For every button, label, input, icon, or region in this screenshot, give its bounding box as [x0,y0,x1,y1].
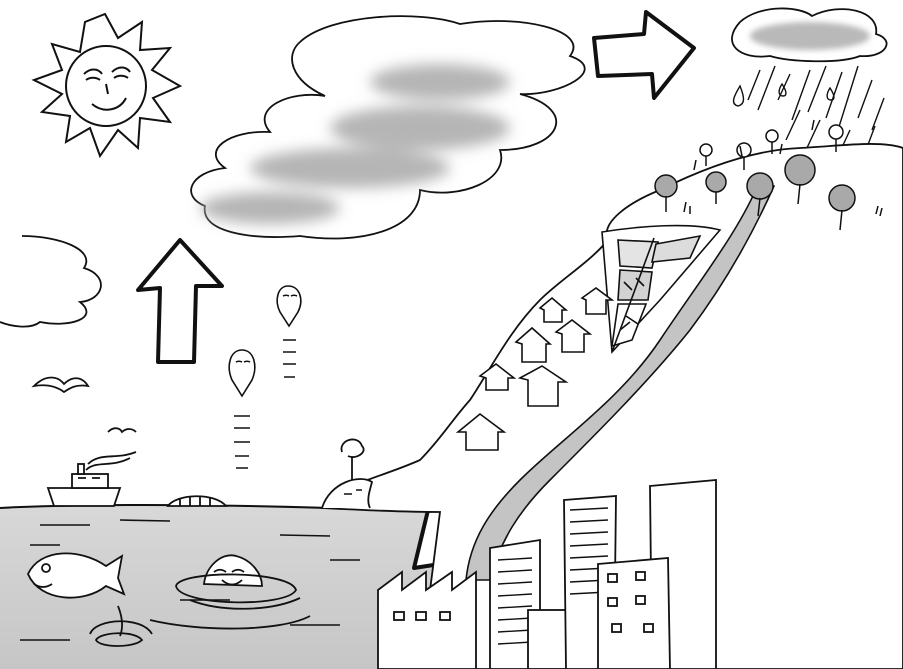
rain-cloud [732,8,887,61]
evaporation-arrow [138,240,222,362]
seagull [34,378,136,433]
ship [48,452,136,506]
upper-cloud [191,16,585,238]
evaporation-drops [229,286,301,468]
cloud-movement-arrow [594,12,694,98]
sun [34,14,180,156]
left-cloud-edge [0,236,101,327]
island [168,496,226,506]
rain [734,66,884,156]
